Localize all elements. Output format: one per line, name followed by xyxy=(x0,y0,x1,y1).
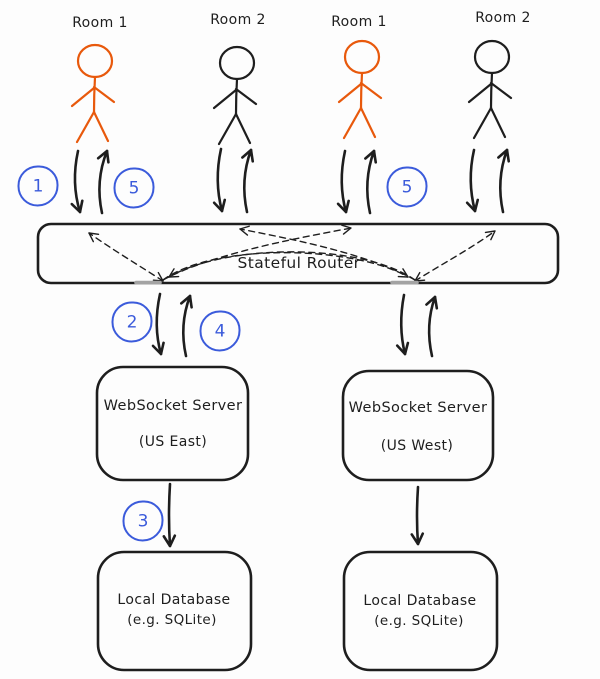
dashed-route-left-up-arrow xyxy=(88,232,164,282)
person-stick-figure-icon xyxy=(337,39,383,140)
step-badge-4: 4 xyxy=(199,310,241,352)
arrow-router-to-us-east xyxy=(151,292,165,356)
local-database-west-box xyxy=(342,550,499,672)
arrow-router-to-client2 xyxy=(241,148,255,214)
local-database-east-box xyxy=(96,550,253,672)
dashed-route-right-to-left-arrow xyxy=(168,251,416,281)
websocket-server-west-label: WebSocket Server xyxy=(348,400,488,416)
websocket-server-east-region: (US East) xyxy=(138,434,208,450)
client-label-room2-left: Room 2 xyxy=(210,12,266,28)
arrow-router-to-us-west xyxy=(395,293,410,356)
router-dashed-routes xyxy=(88,224,496,282)
arrow-client1-to-router xyxy=(70,149,84,214)
step-badge-1: 1 xyxy=(17,165,59,207)
dashed-route-left-to-right-arrow xyxy=(162,251,409,281)
arrow-client4-to-router xyxy=(465,148,480,213)
websocket-server-east-label: WebSocket Server xyxy=(103,398,243,414)
client-router-arrows xyxy=(70,147,511,215)
orange-stick-figures xyxy=(70,39,383,144)
person-stick-figure-icon xyxy=(70,43,116,144)
ink-layer xyxy=(36,39,560,672)
local-database-west-label: Local Database xyxy=(363,593,477,609)
dashed-route-right-up-arrow xyxy=(414,230,496,282)
dashed-route-right-to-midleft-arrow xyxy=(239,225,416,281)
step-badge-5-left: 5 xyxy=(113,167,155,209)
client-label-room1-left: Room 1 xyxy=(72,15,128,31)
arrow-router-to-client1 xyxy=(96,149,110,215)
step-badge-3: 3 xyxy=(122,500,164,542)
arrow-us-east-to-database xyxy=(162,482,177,548)
step-badge-2: 2 xyxy=(111,301,153,343)
local-database-east-label: Local Database xyxy=(117,592,231,608)
router-server-arrows xyxy=(151,292,439,358)
arrow-client3-to-router xyxy=(336,149,350,214)
arrow-router-to-client4 xyxy=(497,148,511,214)
dashed-route-left-to-midright-arrow xyxy=(162,224,352,281)
server-database-arrows xyxy=(162,482,425,548)
websocket-server-west-region: (US West) xyxy=(380,438,454,454)
client-label-room2-right: Room 2 xyxy=(475,10,531,26)
arrow-us-east-to-router xyxy=(180,294,193,358)
local-database-east-sub: (e.g. SQLite) xyxy=(127,612,217,628)
arrow-router-to-client3 xyxy=(364,149,378,215)
websocket-server-us-east-box xyxy=(95,365,250,482)
local-database-west-sub: (e.g. SQLite) xyxy=(374,613,464,629)
person-stick-figure-icon xyxy=(467,39,513,140)
arrow-us-west-to-database xyxy=(410,485,425,546)
websocket-server-us-west-box xyxy=(341,369,495,482)
person-stick-figure-icon xyxy=(212,45,258,146)
step-badge-5-right: 5 xyxy=(386,166,428,208)
arrow-client2-to-router xyxy=(212,147,227,213)
stateful-router-label: Stateful Router xyxy=(237,254,361,272)
arrow-us-west-to-router xyxy=(425,295,439,358)
client-label-room1-right: Room 1 xyxy=(331,14,387,30)
black-stick-figures xyxy=(212,39,513,146)
